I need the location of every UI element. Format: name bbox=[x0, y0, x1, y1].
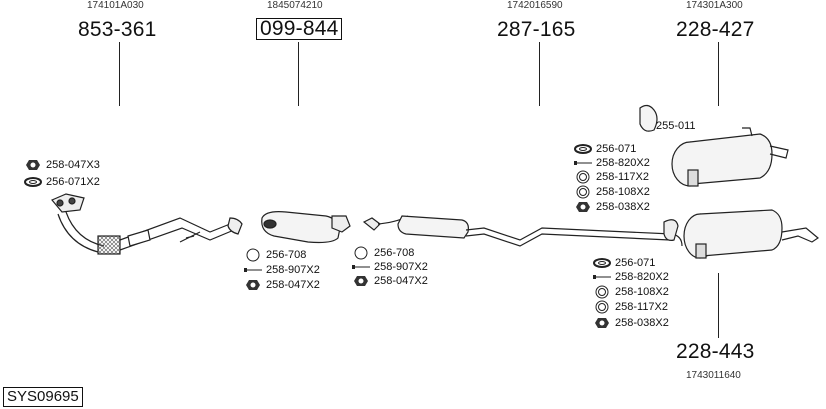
gasket-ring-icon bbox=[24, 175, 42, 189]
accessory-item[interactable]: 256-708 bbox=[244, 248, 306, 262]
accessory-item[interactable]: 258-108X2 bbox=[593, 285, 669, 299]
rubber-mount-icon bbox=[642, 119, 650, 133]
accessory-item[interactable]: 258-038X2 bbox=[593, 316, 669, 330]
bolt-icon bbox=[352, 260, 370, 274]
accessory-item[interactable]: 258-117X2 bbox=[574, 170, 649, 184]
accessory-code: 256-071 bbox=[596, 143, 637, 155]
accessory-item[interactable]: 258-047X2 bbox=[244, 278, 320, 292]
seal-ring-icon bbox=[244, 248, 262, 262]
rear-silencer-lower-drawing bbox=[683, 209, 820, 259]
accessory-code: 256-071X2 bbox=[46, 176, 100, 188]
nut-icon bbox=[352, 274, 370, 288]
accessory-item[interactable]: 258-047X2 bbox=[352, 274, 428, 288]
system-id-label: SYS09695 bbox=[3, 387, 83, 407]
rear-silencer-upper-drawing bbox=[639, 104, 789, 187]
accessory-code: 258-820X2 bbox=[596, 157, 650, 169]
part-number-link[interactable]: 228-427 bbox=[676, 18, 755, 41]
front-pipe-drawing bbox=[51, 193, 243, 255]
accessory-item[interactable]: 258-907X2 bbox=[352, 260, 428, 274]
leader-line bbox=[539, 42, 540, 106]
accessory-item[interactable]: 256-071X2 bbox=[24, 175, 100, 189]
accessory-item[interactable]: 255-011 bbox=[642, 119, 696, 133]
accessory-item[interactable]: 256-071 bbox=[593, 256, 655, 270]
accessory-code: 256-708 bbox=[266, 249, 307, 261]
oe-number: 174101A030 bbox=[87, 0, 144, 11]
oe-number: 1845074210 bbox=[267, 0, 323, 11]
accessory-code: 258-108X2 bbox=[596, 186, 650, 198]
part-number-link-selected[interactable]: 099-844 bbox=[256, 18, 343, 40]
leader-line bbox=[718, 273, 719, 338]
accessory-code: 258-907X2 bbox=[266, 264, 320, 276]
accessory-code: 258-038X2 bbox=[615, 317, 669, 329]
accessory-item[interactable]: 258-047X3 bbox=[24, 158, 100, 172]
accessory-item[interactable]: 258-117X2 bbox=[593, 300, 668, 314]
accessory-item[interactable]: 256-708 bbox=[352, 246, 414, 260]
spring-ring-icon bbox=[574, 185, 592, 199]
accessory-item[interactable]: 258-820X2 bbox=[574, 156, 650, 170]
accessory-item[interactable]: 258-108X2 bbox=[574, 185, 650, 199]
accessory-code: 258-108X2 bbox=[615, 286, 669, 298]
accessory-code: 258-038X2 bbox=[596, 201, 650, 213]
seal-ring-icon bbox=[352, 246, 370, 260]
accessory-code: 255-011 bbox=[656, 120, 696, 132]
accessory-code: 258-047X2 bbox=[266, 279, 320, 291]
bolt-icon bbox=[244, 263, 262, 277]
accessory-item[interactable]: 256-071 bbox=[574, 142, 636, 156]
gasket-ring-icon bbox=[593, 256, 611, 270]
catalyst-drawing bbox=[261, 211, 351, 244]
oe-number: 174301A300 bbox=[686, 0, 743, 11]
gasket-ring-icon bbox=[574, 142, 592, 156]
part-number-link[interactable]: 287-165 bbox=[497, 18, 576, 41]
accessory-code: 258-117X2 bbox=[615, 301, 669, 313]
nut-icon bbox=[244, 278, 262, 292]
bolt-icon bbox=[593, 270, 611, 284]
nut-icon bbox=[24, 158, 42, 172]
accessory-code: 258-117X2 bbox=[596, 171, 650, 183]
accessory-item[interactable]: 258-038X2 bbox=[574, 200, 650, 214]
accessory-code: 256-708 bbox=[374, 247, 415, 259]
leader-line bbox=[298, 42, 299, 106]
leader-line bbox=[119, 42, 120, 106]
part-number-link[interactable]: 853-361 bbox=[78, 18, 157, 41]
oe-number: 1743011640 bbox=[686, 370, 741, 381]
middle-silencer-drawing bbox=[362, 215, 683, 247]
accessory-code: 256-071 bbox=[615, 257, 656, 269]
oe-number: 1742016590 bbox=[507, 0, 563, 11]
spring-ring-icon bbox=[593, 285, 611, 299]
part-number-link[interactable]: 228-443 bbox=[676, 340, 755, 363]
accessory-code: 258-047X3 bbox=[46, 159, 100, 171]
accessory-code: 258-047X2 bbox=[374, 275, 428, 287]
accessory-item[interactable]: 258-820X2 bbox=[593, 270, 669, 284]
bolt-icon bbox=[574, 156, 592, 170]
spring-ring-icon bbox=[593, 300, 611, 314]
accessory-item[interactable]: 258-907X2 bbox=[244, 263, 320, 277]
leader-line bbox=[718, 42, 719, 106]
nut-icon bbox=[593, 316, 611, 330]
accessory-code: 258-820X2 bbox=[615, 271, 669, 283]
spring-ring-icon bbox=[574, 170, 592, 184]
accessory-code: 258-907X2 bbox=[374, 261, 428, 273]
nut-icon bbox=[574, 200, 592, 214]
